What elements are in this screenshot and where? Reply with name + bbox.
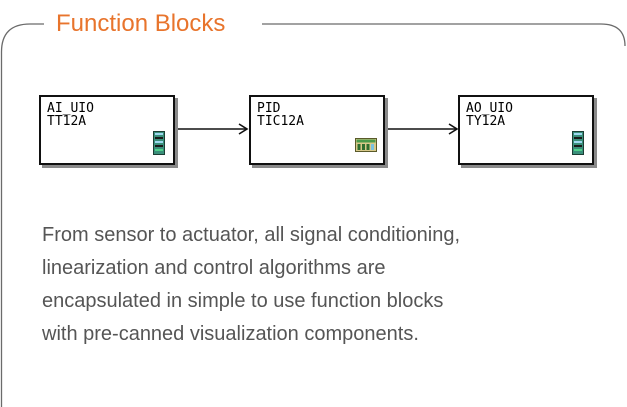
description-line: encapsulated in simple to use function b… — [42, 290, 444, 312]
description-text: From sensor to actuator, all signal cond… — [42, 219, 602, 351]
analog-io-module-icon — [153, 131, 165, 155]
block-type: PID — [257, 101, 281, 116]
analog-io-module-icon — [572, 131, 584, 155]
description-line: linearization and control algorithms are — [42, 257, 386, 279]
block-type: AI_UIO — [47, 101, 94, 116]
connector-pid-to-ao — [386, 123, 459, 135]
controller-faceplate-icon — [355, 138, 377, 152]
description-line: From sensor to actuator, all signal cond… — [42, 224, 460, 246]
panel-title: Function Blocks — [51, 9, 234, 39]
function-block-ai-uio[interactable]: AI_UIO TT12A — [39, 95, 175, 165]
block-tag: TY12A — [466, 114, 506, 129]
block-tag: TIC12A — [257, 114, 304, 129]
function-block-ao-uio[interactable]: AO_UIO TY12A — [458, 95, 594, 165]
connector-ai-to-pid — [176, 123, 249, 135]
block-type: AO_UIO — [466, 101, 513, 116]
description-line: with pre-canned visualization components… — [42, 323, 419, 345]
function-block-pid[interactable]: PID TIC12A — [249, 95, 385, 165]
block-tag: TT12A — [47, 114, 87, 129]
